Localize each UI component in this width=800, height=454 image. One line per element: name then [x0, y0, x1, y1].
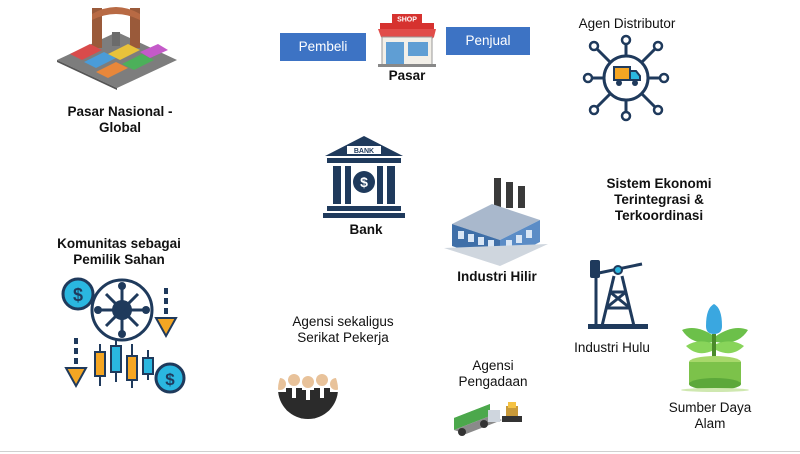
- sumber-daya-label: Sumber Daya Alam: [668, 400, 752, 431]
- pasar-label: Pasar: [388, 68, 426, 83]
- workers-group-icon: [268, 358, 348, 420]
- agen-distributor-label: Agen Distributor: [578, 16, 676, 31]
- agensi-pengadaan-label: Agensi Pengadaan: [458, 358, 528, 389]
- delivery-truck-icon: [450, 400, 526, 440]
- pembeli-box: Pembeli: [280, 33, 366, 61]
- penjual-box: Penjual: [446, 27, 530, 55]
- distributor-network-icon: [582, 34, 670, 122]
- bank-label: Bank: [349, 222, 383, 237]
- pasar-global-label: Pasar Nasional - Global: [67, 104, 173, 135]
- industri-hulu-label: Industri Hulu: [574, 340, 650, 355]
- bottom-divider: [0, 451, 800, 452]
- oil-pump-icon: [588, 254, 648, 330]
- market-stalls-icon: [52, 2, 182, 90]
- factory-icon: [442, 176, 550, 266]
- natural-resources-icon: [676, 302, 754, 392]
- svg-text:$: $: [360, 174, 368, 190]
- sistem-ekonomi-label: Sistem Ekonomi Terintegrasi & Terkoordin…: [606, 176, 712, 223]
- bank-sign-text: BANK: [354, 148, 374, 155]
- industri-hilir-label: Industri Hilir: [457, 269, 537, 284]
- komunitas-label: Komunitas sebagai Pemilik Sahan: [57, 236, 181, 267]
- bank-building-icon: BANK $: [323, 134, 405, 220]
- svg-text:$: $: [73, 285, 83, 305]
- svg-text:$: $: [165, 370, 175, 389]
- agensi-serikat-label: Agensi sekaligus Serikat Pekerja: [292, 314, 394, 345]
- stock-market-icon: $ $: [60, 274, 190, 398]
- shop-sign-text: SHOP: [397, 17, 417, 24]
- shop-icon: SHOP: [376, 12, 438, 68]
